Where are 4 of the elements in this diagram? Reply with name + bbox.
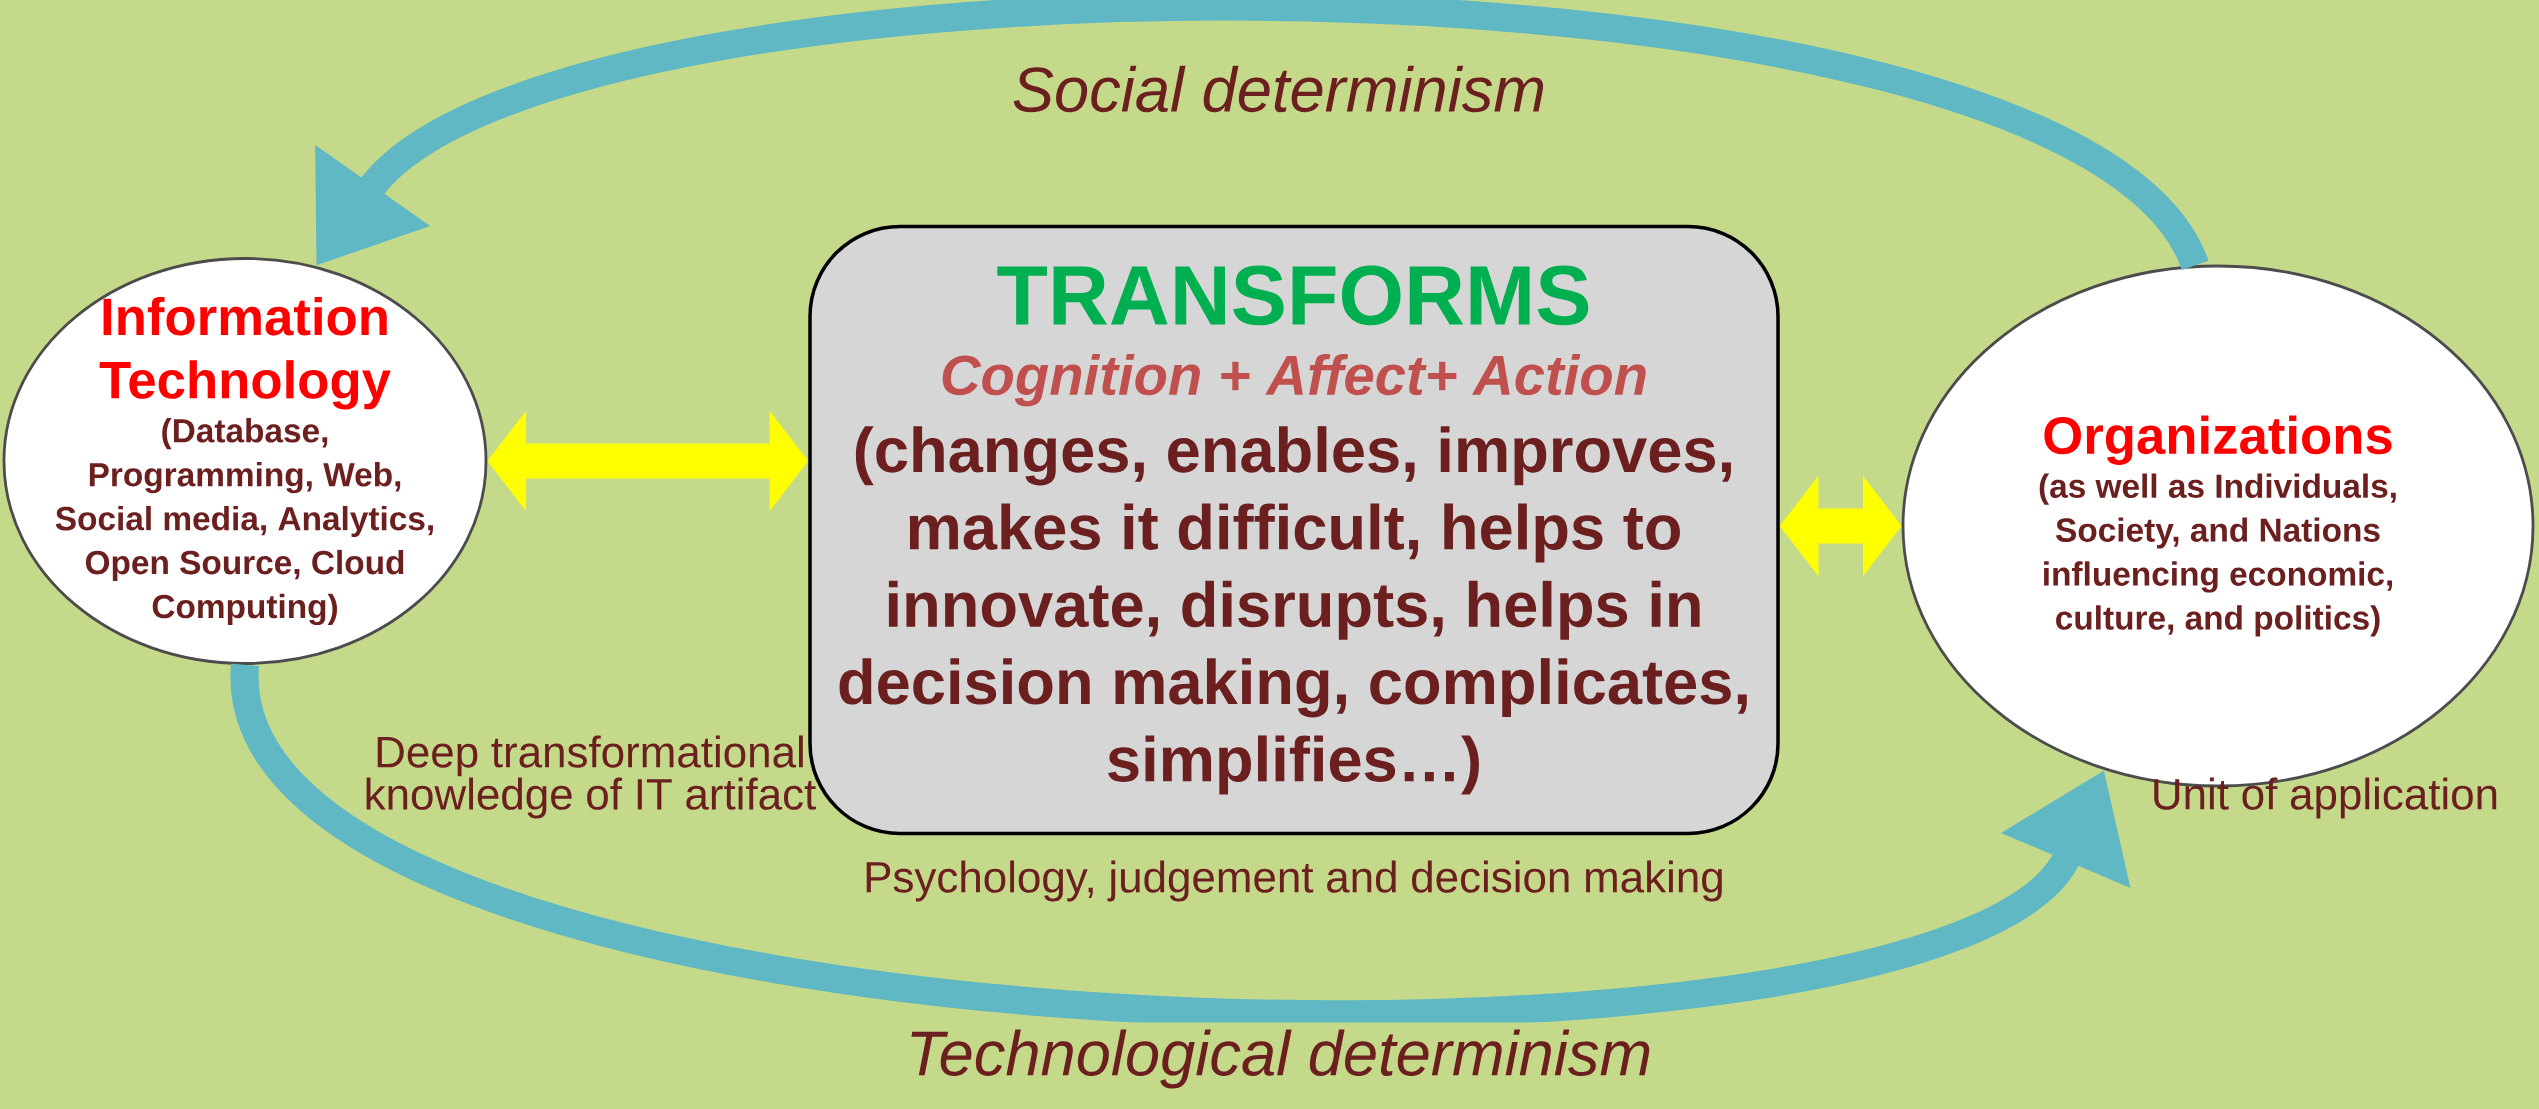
- ellipse-node: Information Technology (Database, Programming, Web, Social media, Analytics, Open Source, Cloud Computing): [2, 257, 488, 665]
- edge-label: Social determinism: [1004, 58, 1554, 120]
- side-note: Psychology, judgement and decision making: [866, 860, 1722, 902]
- edge-label: Technological determinism: [898, 1022, 1660, 1096]
